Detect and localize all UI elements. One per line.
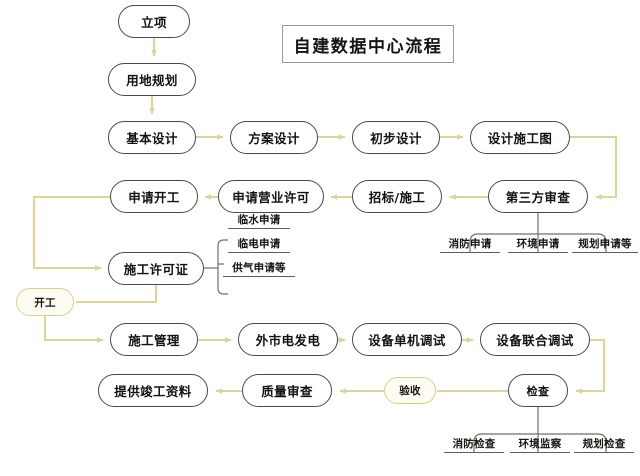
node-inspection[interactable]: 检查 xyxy=(508,374,568,407)
node-liuxiang[interactable]: 立项 xyxy=(118,5,190,38)
node-acceptance[interactable]: 验收 xyxy=(384,377,436,404)
subitem-fire-apply: 消防申请 xyxy=(440,238,500,253)
node-biz-license[interactable]: 申请营业许可 xyxy=(218,180,324,213)
subitem-temp-power: 临电申请 xyxy=(228,238,290,253)
node-single-debug[interactable]: 设备单机调试 xyxy=(352,323,462,356)
node-quality-review[interactable]: 质量审查 xyxy=(242,374,332,407)
subitem-env-apply: 环境申请 xyxy=(508,238,568,253)
node-prelim-design[interactable]: 初步设计 xyxy=(352,121,440,154)
node-bid-build[interactable]: 招标/施工 xyxy=(352,180,442,213)
subitem-env-check: 环境监察 xyxy=(510,438,570,453)
chart-title: 自建数据中心流程 xyxy=(282,25,454,63)
node-build-permit[interactable]: 施工许可证 xyxy=(108,252,204,285)
node-scheme-design[interactable]: 方案设计 xyxy=(230,121,318,154)
node-build-mgmt[interactable]: 施工管理 xyxy=(110,323,198,356)
node-construct-dwg[interactable]: 设计施工图 xyxy=(470,121,570,154)
subitem-temp-water: 临水申请 xyxy=(228,214,290,229)
line-permit-to-start-work xyxy=(76,285,158,304)
node-start-work[interactable]: 开工 xyxy=(16,288,74,316)
node-third-review[interactable]: 第三方审查 xyxy=(488,180,588,213)
subitem-plan-check: 规划检查 xyxy=(574,438,634,453)
conn-permit-gas xyxy=(217,287,228,295)
conn-permit-water xyxy=(217,239,228,247)
arrow-apply-start-to-permit xyxy=(32,195,110,271)
node-apply-start[interactable]: 申请开工 xyxy=(110,180,198,213)
node-land-plan[interactable]: 用地规划 xyxy=(108,63,196,96)
node-ext-power[interactable]: 外市电发电 xyxy=(238,323,338,356)
subitem-plan-apply: 规划申请等 xyxy=(572,238,638,253)
subitem-fire-check: 消防检查 xyxy=(444,438,504,453)
subitem-gas-supply: 供气申请等 xyxy=(223,262,295,277)
arrow-start-work-to-build-mgmt xyxy=(43,316,104,343)
node-final-docs[interactable]: 提供竣工资料 xyxy=(98,374,208,407)
node-basic-design[interactable]: 基本设计 xyxy=(108,121,196,154)
node-joint-debug[interactable]: 设备联合调试 xyxy=(480,323,590,356)
